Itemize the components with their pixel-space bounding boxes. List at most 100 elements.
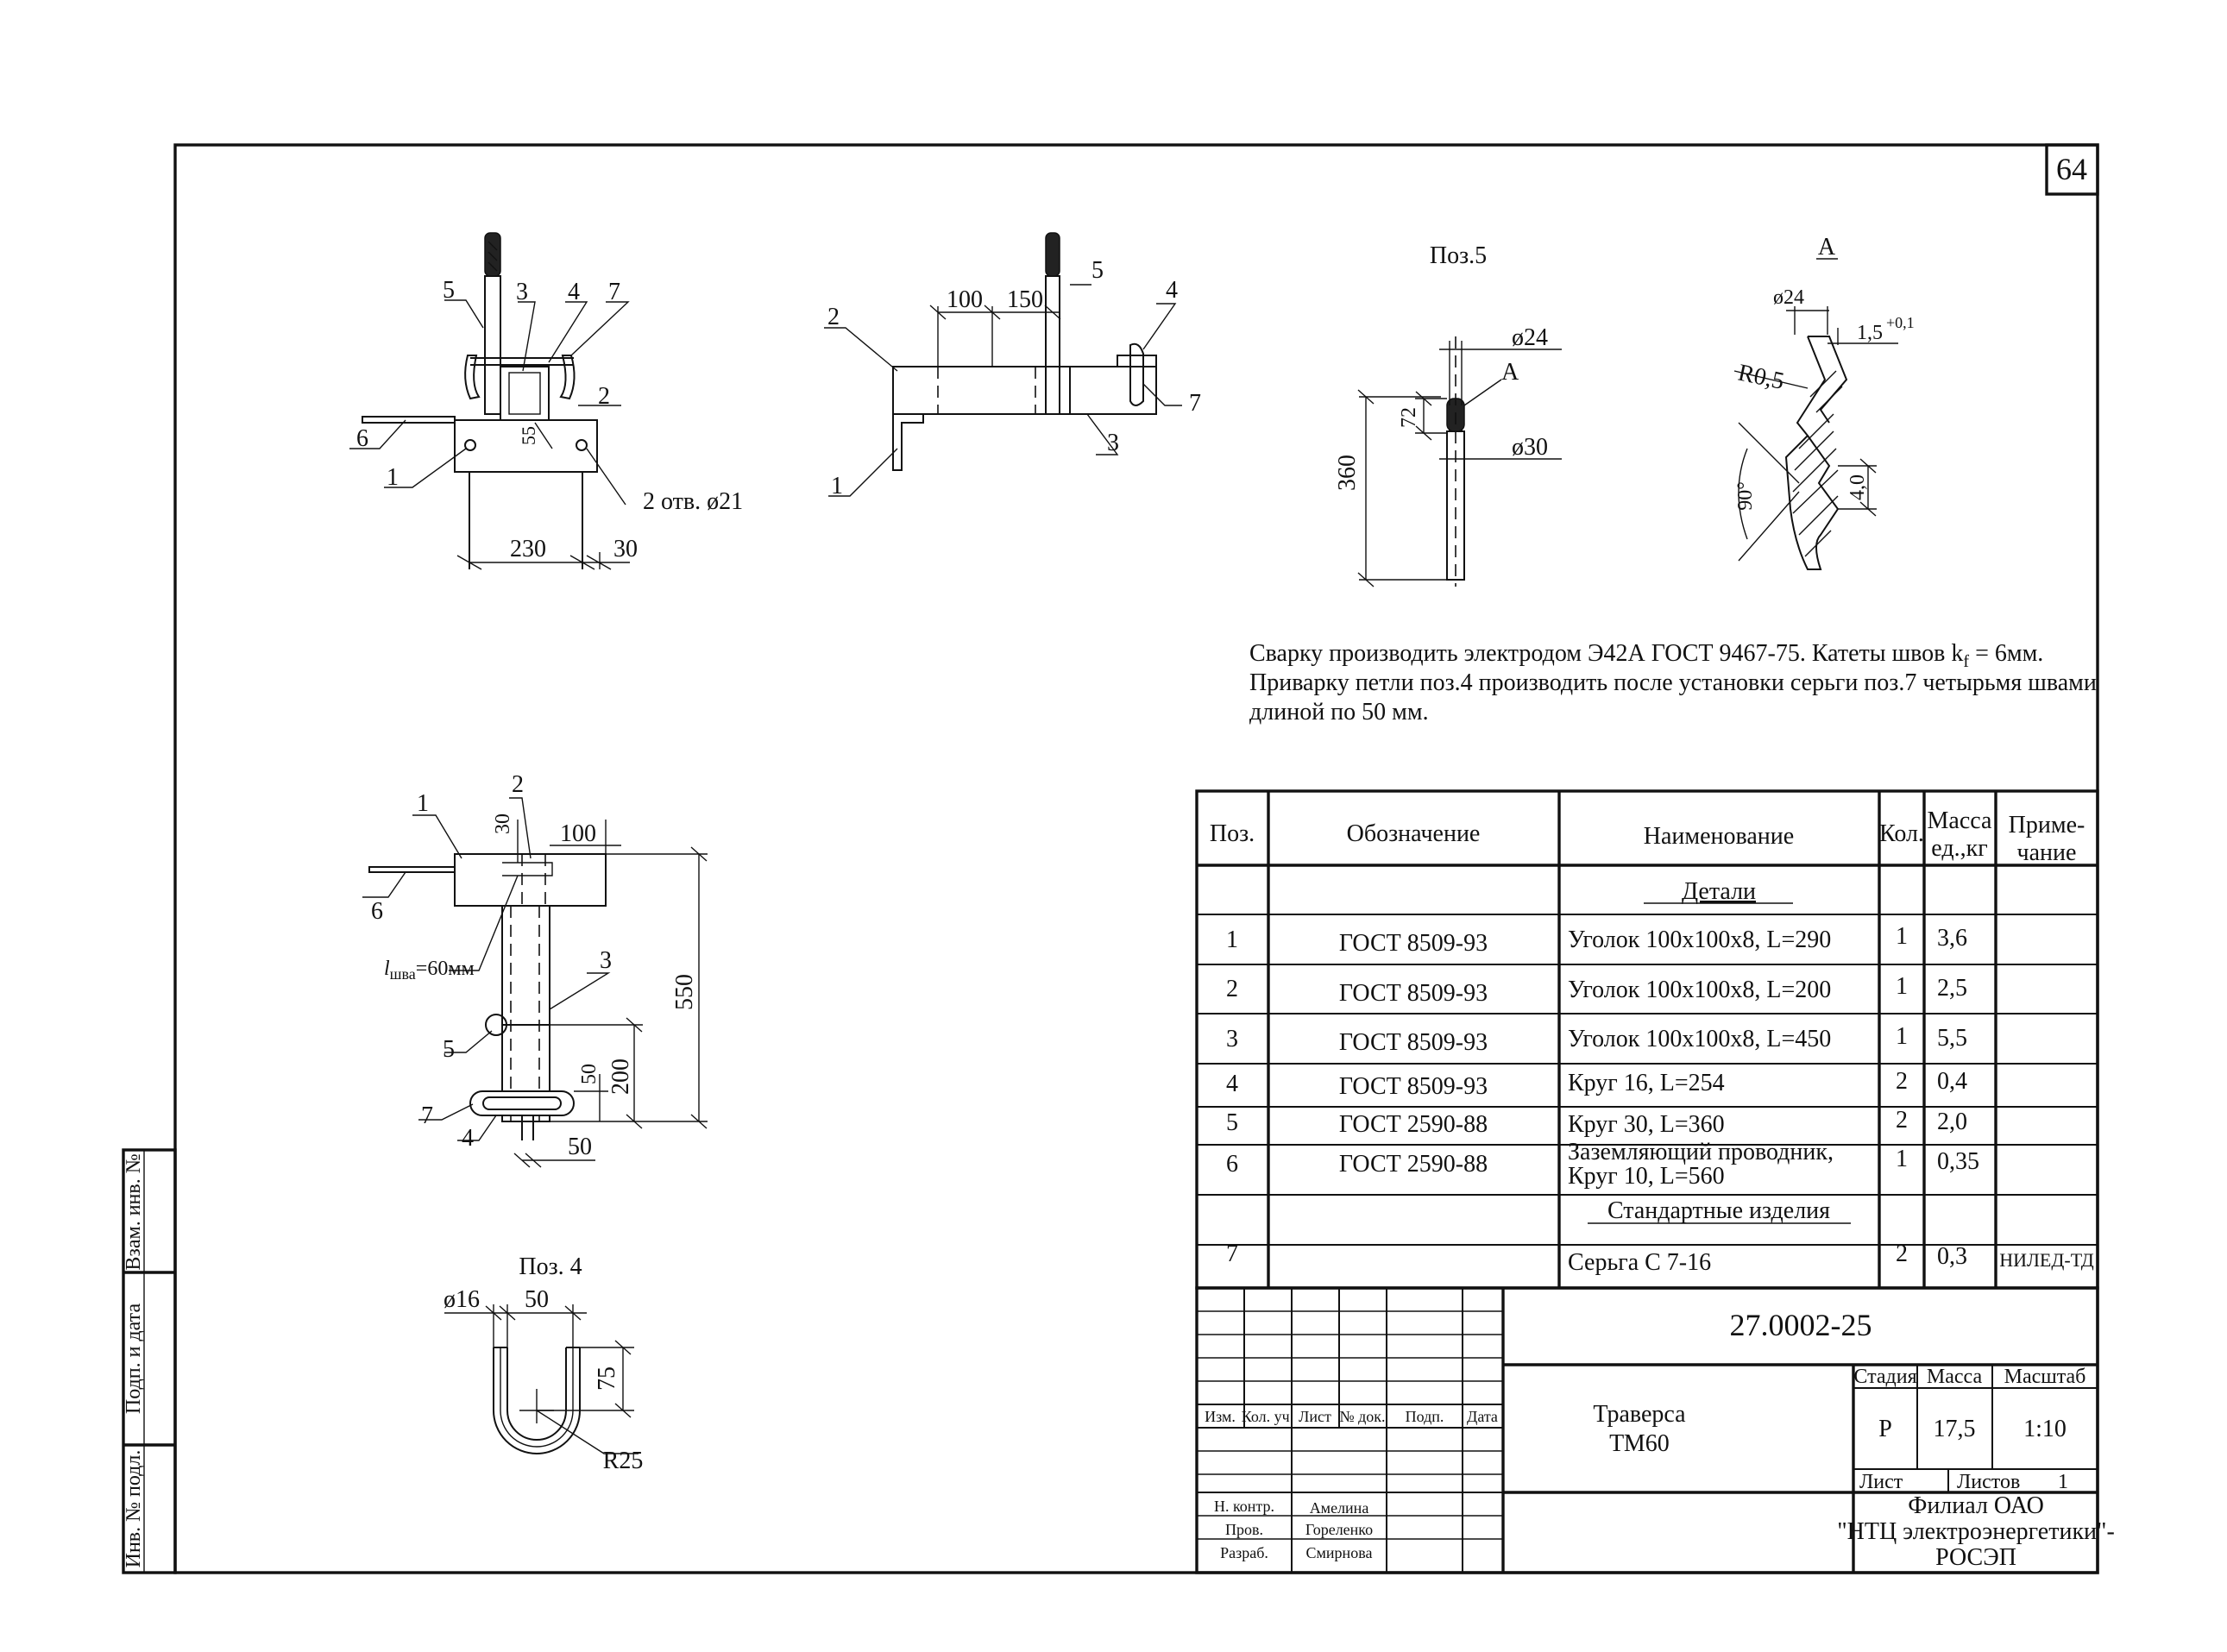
spec-header-note-1: Приме-: [2009, 812, 2085, 839]
org-line-3: РОСЭП: [1935, 1544, 2016, 1571]
svg-text:1: 1: [1896, 973, 1908, 1000]
spec-header-note-2: чание: [2017, 839, 2077, 866]
svg-text:2: 2: [1226, 976, 1238, 1002]
detail-a-title: A: [1818, 234, 1836, 261]
document-code: 27.0002-25: [1730, 1308, 1872, 1342]
plan-weld-note: lшва=60мм: [384, 958, 475, 983]
org-line-1: Филиал ОАО: [1908, 1492, 2044, 1519]
detail-a-dim-15: 1,5: [1857, 322, 1883, 344]
front-view: 230 30 5 3 4 7 2 6 1 55 2 отв. ø21: [349, 232, 743, 570]
pos4-view: Поз. 4 ø16 50 75 R25: [444, 1253, 643, 1474]
svg-text:3: 3: [1226, 1026, 1238, 1052]
plan-label-6: 6: [371, 898, 383, 925]
svg-text:2,5: 2,5: [1937, 975, 1967, 1002]
svg-text:5: 5: [1226, 1109, 1238, 1136]
svg-text:2: 2: [1896, 1241, 1908, 1267]
tb-col-data: Дата: [1467, 1408, 1498, 1425]
svg-text:Серьга С 7-16: Серьга С 7-16: [1568, 1249, 1711, 1276]
svg-text:ГОСТ 8509-93: ГОСТ 8509-93: [1339, 930, 1488, 957]
tb-stage-value: Р: [1878, 1416, 1892, 1442]
svg-text:ГОСТ 8509-93: ГОСТ 8509-93: [1339, 980, 1488, 1007]
note-line-1: Сварку производить электродом Э42А ГОСТ …: [1249, 640, 2043, 671]
page-number: 64: [2056, 152, 2087, 186]
svg-text:Уголок 100х100х8, L=450: Уголок 100х100х8, L=450: [1568, 1026, 1831, 1052]
svg-text:Круг 30, L=360: Круг 30, L=360: [1568, 1111, 1725, 1138]
front-holes-note: 2 отв. ø21: [643, 488, 743, 515]
front-label-55: 55: [518, 426, 539, 445]
pos4-dim-50: 50: [525, 1286, 549, 1313]
spec-row: 3 ГОСТ 8509-93 Уголок 100х100х8, L=450 1…: [1226, 1023, 1967, 1056]
plan-label-3: 3: [600, 947, 612, 974]
plan-label-4: 4: [462, 1125, 474, 1152]
detail-a-view: A ø24 1,5 +0,1 R0,5 90°: [1733, 234, 1915, 570]
tb-sheets-value: 1: [2058, 1471, 2068, 1493]
side-label-4: 4: [1166, 277, 1178, 304]
spec-row: 4 ГОСТ 8509-93 Круг 16, L=254 2 0,4: [1226, 1068, 1967, 1100]
plan-label-1: 1: [417, 790, 429, 817]
side-label-2: 2: [827, 304, 840, 330]
svg-text:2: 2: [1896, 1107, 1908, 1134]
detail-a-dim-r05: R0,5: [1736, 360, 1787, 395]
front-dim-230: 230: [510, 536, 546, 562]
plan-dim-30: 30: [492, 813, 514, 834]
spec-header-mass-1: Масса: [1928, 807, 1993, 834]
spec-row: 2 ГОСТ 8509-93 Уголок 100х100х8, L=200 1…: [1226, 973, 1967, 1007]
svg-text:0,3: 0,3: [1937, 1243, 1967, 1270]
spec-header-designation: Обозначение: [1347, 820, 1481, 847]
svg-text:2: 2: [1896, 1068, 1908, 1095]
plan-dim-50-v: 50: [578, 1064, 601, 1084]
tb-col-list: Лист: [1299, 1408, 1331, 1425]
tb-role-razrab: Разраб.: [1220, 1544, 1268, 1561]
tb-name-smirnova: Смирнова: [1306, 1544, 1373, 1561]
side-stamp-inv: Инв. № подл.: [123, 1450, 145, 1568]
svg-text:1: 1: [1226, 927, 1238, 953]
spec-row: 1 ГОСТ 8509-93 Уголок 100х100х8, L=290 1…: [1226, 923, 1967, 957]
note-line-3: длиной по 50 мм.: [1249, 699, 1429, 725]
pos5-dim-360: 360: [1334, 455, 1361, 491]
pos5-view: Поз.5 360 72 ø24 ø30 A: [1334, 242, 1562, 587]
svg-text:1: 1: [1896, 1146, 1908, 1172]
front-label-6: 6: [356, 425, 368, 452]
front-label-2: 2: [598, 383, 610, 410]
front-label-4: 4: [568, 279, 580, 305]
pos5-dim-d24: ø24: [1512, 324, 1548, 351]
tb-mass-label: Масса: [1927, 1366, 1983, 1388]
svg-text:1: 1: [1896, 1023, 1908, 1050]
plan-dim-50-h: 50: [568, 1134, 592, 1160]
note-line-2: Приварку петли поз.4 производить после у…: [1249, 669, 2097, 696]
spec-row: 6 ГОСТ 2590-88 Заземляющий проводник, Кр…: [1226, 1139, 1979, 1190]
org-line-2: "НТЦ электроэнергетики"-: [1837, 1518, 2115, 1545]
detail-a-dim-90: 90°: [1734, 481, 1757, 511]
front-dim-30: 30: [613, 536, 638, 562]
svg-text:5,5: 5,5: [1937, 1025, 1967, 1052]
side-stamp-vzam: Взам. инв. №: [123, 1153, 145, 1270]
svg-text:ГОСТ 8509-93: ГОСТ 8509-93: [1339, 1029, 1488, 1056]
spec-header-mass-2: ед.,кг: [1931, 835, 1987, 862]
svg-text:Круг 16, L=254: Круг 16, L=254: [1568, 1070, 1725, 1096]
side-dim-100: 100: [947, 286, 983, 313]
front-label-1: 1: [387, 464, 399, 491]
svg-text:Круг 10, L=560: Круг 10, L=560: [1568, 1163, 1725, 1190]
tb-name-gorelenko: Гореленко: [1305, 1521, 1373, 1538]
tb-scale-label: Масштаб: [2004, 1366, 2086, 1388]
tb-scale-value: 1:10: [2023, 1416, 2067, 1442]
svg-text:НИЛЕД-ТД: НИЛЕД-ТД: [1999, 1249, 2094, 1271]
spec-header-name: Наименование: [1644, 823, 1794, 850]
plan-label-2: 2: [512, 771, 524, 798]
tb-stage-label: Стадия: [1853, 1366, 1916, 1388]
svg-text:7: 7: [1226, 1241, 1238, 1267]
tb-role-nkontr: Н. контр.: [1214, 1498, 1274, 1515]
svg-text:6: 6: [1226, 1151, 1238, 1178]
plan-label-7: 7: [421, 1102, 433, 1129]
side-stamp-podp: Подп. и дата: [123, 1303, 145, 1415]
pos4-dim-r25: R25: [603, 1448, 644, 1474]
svg-text:ГОСТ 2590-88: ГОСТ 2590-88: [1339, 1151, 1488, 1178]
plan-dim-100: 100: [560, 820, 596, 847]
pos5-dim-d30: ø30: [1512, 434, 1548, 461]
svg-text:2,0: 2,0: [1937, 1109, 1967, 1135]
pos4-dim-75: 75: [594, 1366, 620, 1391]
title-line-1: Траверса: [1593, 1401, 1686, 1428]
detail-a-dim-tol: +0,1: [1886, 314, 1915, 331]
side-label-7: 7: [1189, 390, 1201, 417]
